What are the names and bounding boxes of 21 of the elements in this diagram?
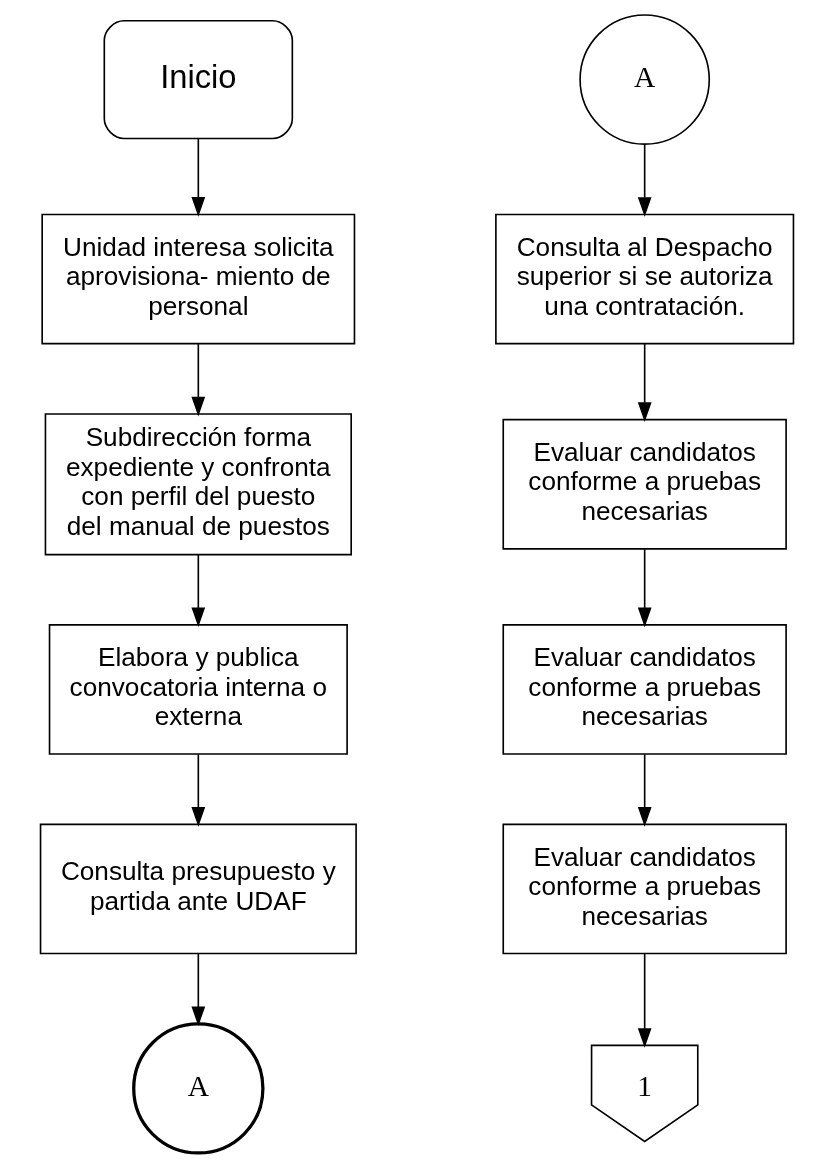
arrow [637, 143, 652, 217]
arrow [637, 952, 652, 1048]
node-circle: A [578, 14, 710, 145]
node-box: Subdirección forma expediente y confronta con perfil del puesto del manual de puestos [44, 413, 352, 556]
arrow [637, 343, 652, 422]
node-box: Consulta al Despacho superior si se autoriza una contratación. [494, 213, 794, 345]
node-box: Consulta presupuesto y partida ante UDAF [39, 823, 357, 955]
arrow [190, 137, 205, 217]
node-box: Elabora y publica convocatoria interna o externa [48, 624, 348, 755]
node-box: Evaluar candidatos conforme a pruebas necesarias [501, 624, 787, 755]
arrow [190, 753, 205, 827]
arrow [190, 343, 205, 417]
node-box: Evaluar candidatos conforme a pruebas necesarias [501, 823, 787, 955]
node-box: Evaluar candidatos conforme a pruebas necesarias [501, 418, 787, 550]
arrow [190, 952, 205, 1027]
node-box: Inicio [103, 19, 293, 140]
node-box: Unidad interesa solicita aprovisiona- miento de personal [40, 213, 355, 345]
arrow [190, 554, 205, 628]
arrow [637, 753, 652, 827]
arrow [637, 548, 652, 628]
node-circle: A [131, 1022, 265, 1155]
